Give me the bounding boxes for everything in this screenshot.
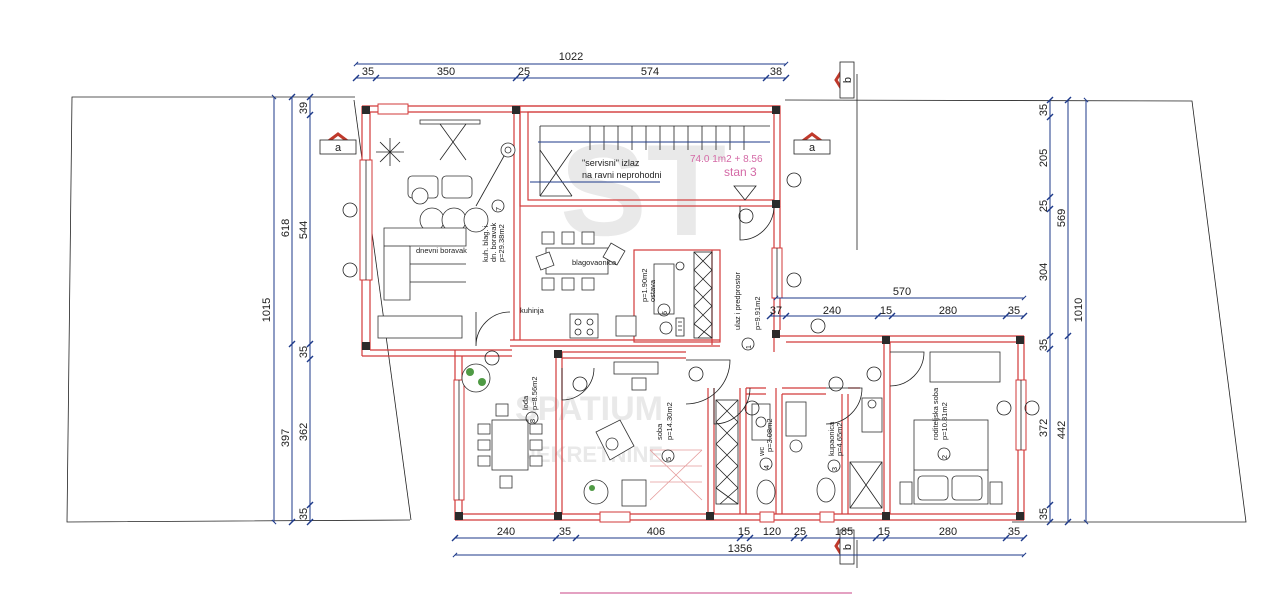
dim-bottom-total: 1356 xyxy=(728,543,752,555)
dining-label: blagovaonica xyxy=(572,258,617,267)
dim-top-seg-0: 35 xyxy=(362,66,374,78)
dim-bottom-seg-9: 35 xyxy=(1008,526,1020,538)
svg-text:b: b xyxy=(842,544,854,550)
exit-note-line1: "servisni" izlaz xyxy=(582,158,640,168)
dim-right-mid-upper: 569 xyxy=(1056,209,1068,227)
dim-left-inner-1: 544 xyxy=(298,221,310,239)
dim-bottom-seg-3: 15 xyxy=(738,526,750,538)
dim-right-inner-up-2: 25 xyxy=(1038,200,1050,212)
wc-number: 4 xyxy=(762,465,771,469)
exit-note-line2: na ravni neprohodni xyxy=(582,170,662,180)
section-mark-a-right: a xyxy=(793,132,831,155)
dim-left-mid-upper: 618 xyxy=(280,219,292,237)
living-line2: dn. boravak xyxy=(489,223,498,262)
apartment-name: stan 3 xyxy=(724,165,757,179)
bedroom-label: roditeljska soba xyxy=(931,387,940,440)
furniture xyxy=(376,119,1003,509)
dim-mid-seg-0: 37 xyxy=(770,305,782,317)
dim-bottom-seg-6: 185 xyxy=(835,526,853,538)
dim-left-inner-2: 35 xyxy=(298,346,310,358)
dim-left-inner-4: 35 xyxy=(298,508,310,520)
dim-left-outer: 1015 xyxy=(261,298,273,322)
dim-left-inner-0: 39 xyxy=(298,102,310,114)
apartment-area: 74.0 1m2 + 8.56 xyxy=(690,154,763,165)
section-mark-b-top: b xyxy=(834,61,855,99)
dim-right-inner-low-0: 35 xyxy=(1038,339,1050,351)
dim-left-mid-lower: 397 xyxy=(280,429,292,447)
room-label: soba xyxy=(655,423,664,440)
pantry-label: ostava xyxy=(648,279,657,302)
wc-label: wc xyxy=(757,447,766,457)
wc-area: p=3.08m2 xyxy=(765,418,774,452)
dim-bottom-seg-8: 280 xyxy=(939,526,957,538)
room-number: 5 xyxy=(664,457,673,461)
dimension-lines: 1022 35 350 25 574 38 240 35 406 15 120 … xyxy=(261,51,1089,558)
section-mark-a-left: a xyxy=(319,132,357,155)
living-area: p=29.38m2 xyxy=(497,224,506,262)
svg-text:a: a xyxy=(809,142,816,154)
dim-right-inner-low-2: 35 xyxy=(1038,508,1050,520)
dim-top-seg-1: 350 xyxy=(437,66,455,78)
loggia-area: p=8.56m2 xyxy=(530,376,539,410)
dim-mid-seg-1: 240 xyxy=(823,305,841,317)
room-labels: 7 kuh. blag. i dn. boravak p=29.38m2 dne… xyxy=(416,199,951,473)
svg-text:b: b xyxy=(842,77,854,83)
dim-bottom-seg-7: 15 xyxy=(878,526,890,538)
dim-mid-seg-2: 15 xyxy=(880,305,892,317)
living-number: 7 xyxy=(494,207,503,211)
notes: "servisni" izlaz na ravni neprohodni 74.… xyxy=(582,154,763,180)
staircase xyxy=(530,125,770,201)
living-line1: kuh. blag. i xyxy=(481,225,490,262)
dim-top-seg-2: 25 xyxy=(518,66,530,78)
living-sofa-label: dnevni boravak xyxy=(416,246,467,255)
pantry-number: 6 xyxy=(660,311,669,315)
dim-bottom-seg-5: 25 xyxy=(794,526,806,538)
room-area: p=14.30m2 xyxy=(665,402,674,440)
watermark-word-1: SPATIUM xyxy=(515,390,663,428)
entry-area: p=9.91m2 xyxy=(753,296,762,330)
svg-text:a: a xyxy=(335,142,342,154)
bathroom-area: p=4.65m2 xyxy=(835,422,844,456)
dim-top-total: 1022 xyxy=(559,51,583,63)
bathroom-label: kupaonica xyxy=(827,421,836,456)
entry-number: 1 xyxy=(744,345,753,349)
pantry-area: p=1.90m2 xyxy=(640,268,649,302)
dim-top-seg-3: 574 xyxy=(641,66,659,78)
dim-right-inner-up-0: 35 xyxy=(1038,104,1050,116)
loggia-number: 8 xyxy=(528,419,537,423)
dim-right-outer: 1010 xyxy=(1073,298,1085,322)
dim-right-mid-lower: 442 xyxy=(1056,421,1068,439)
dim-left-inner-3: 362 xyxy=(298,423,310,441)
dim-top-seg-4: 38 xyxy=(770,66,782,78)
dim-mid-seg-4: 35 xyxy=(1008,305,1020,317)
dim-bottom-seg-2: 406 xyxy=(647,526,665,538)
axis-markers xyxy=(342,172,1040,416)
dim-mid-seg-3: 280 xyxy=(939,305,957,317)
dim-right-inner-up-1: 205 xyxy=(1038,149,1050,167)
doors xyxy=(475,205,925,425)
bathroom-number: 3 xyxy=(830,467,839,471)
dim-mid-total: 570 xyxy=(893,286,911,298)
dim-right-inner-low-1: 372 xyxy=(1038,419,1050,437)
kitchen-label: kuhinja xyxy=(520,306,545,315)
bedroom-area: p=10.81m2 xyxy=(940,402,949,440)
windows xyxy=(359,103,1027,523)
watermark-word-2: NEKRETNINE xyxy=(520,442,663,467)
loggia-label: lođa xyxy=(521,395,530,410)
entry-label: ulaz i predprostor xyxy=(733,272,742,330)
bedroom-number: 2 xyxy=(940,455,949,459)
dim-bottom-seg-4: 120 xyxy=(763,526,781,538)
dim-right-inner-up-3: 304 xyxy=(1038,263,1050,281)
dim-bottom-seg-1: 35 xyxy=(559,526,571,538)
dim-bottom-seg-0: 240 xyxy=(497,526,515,538)
